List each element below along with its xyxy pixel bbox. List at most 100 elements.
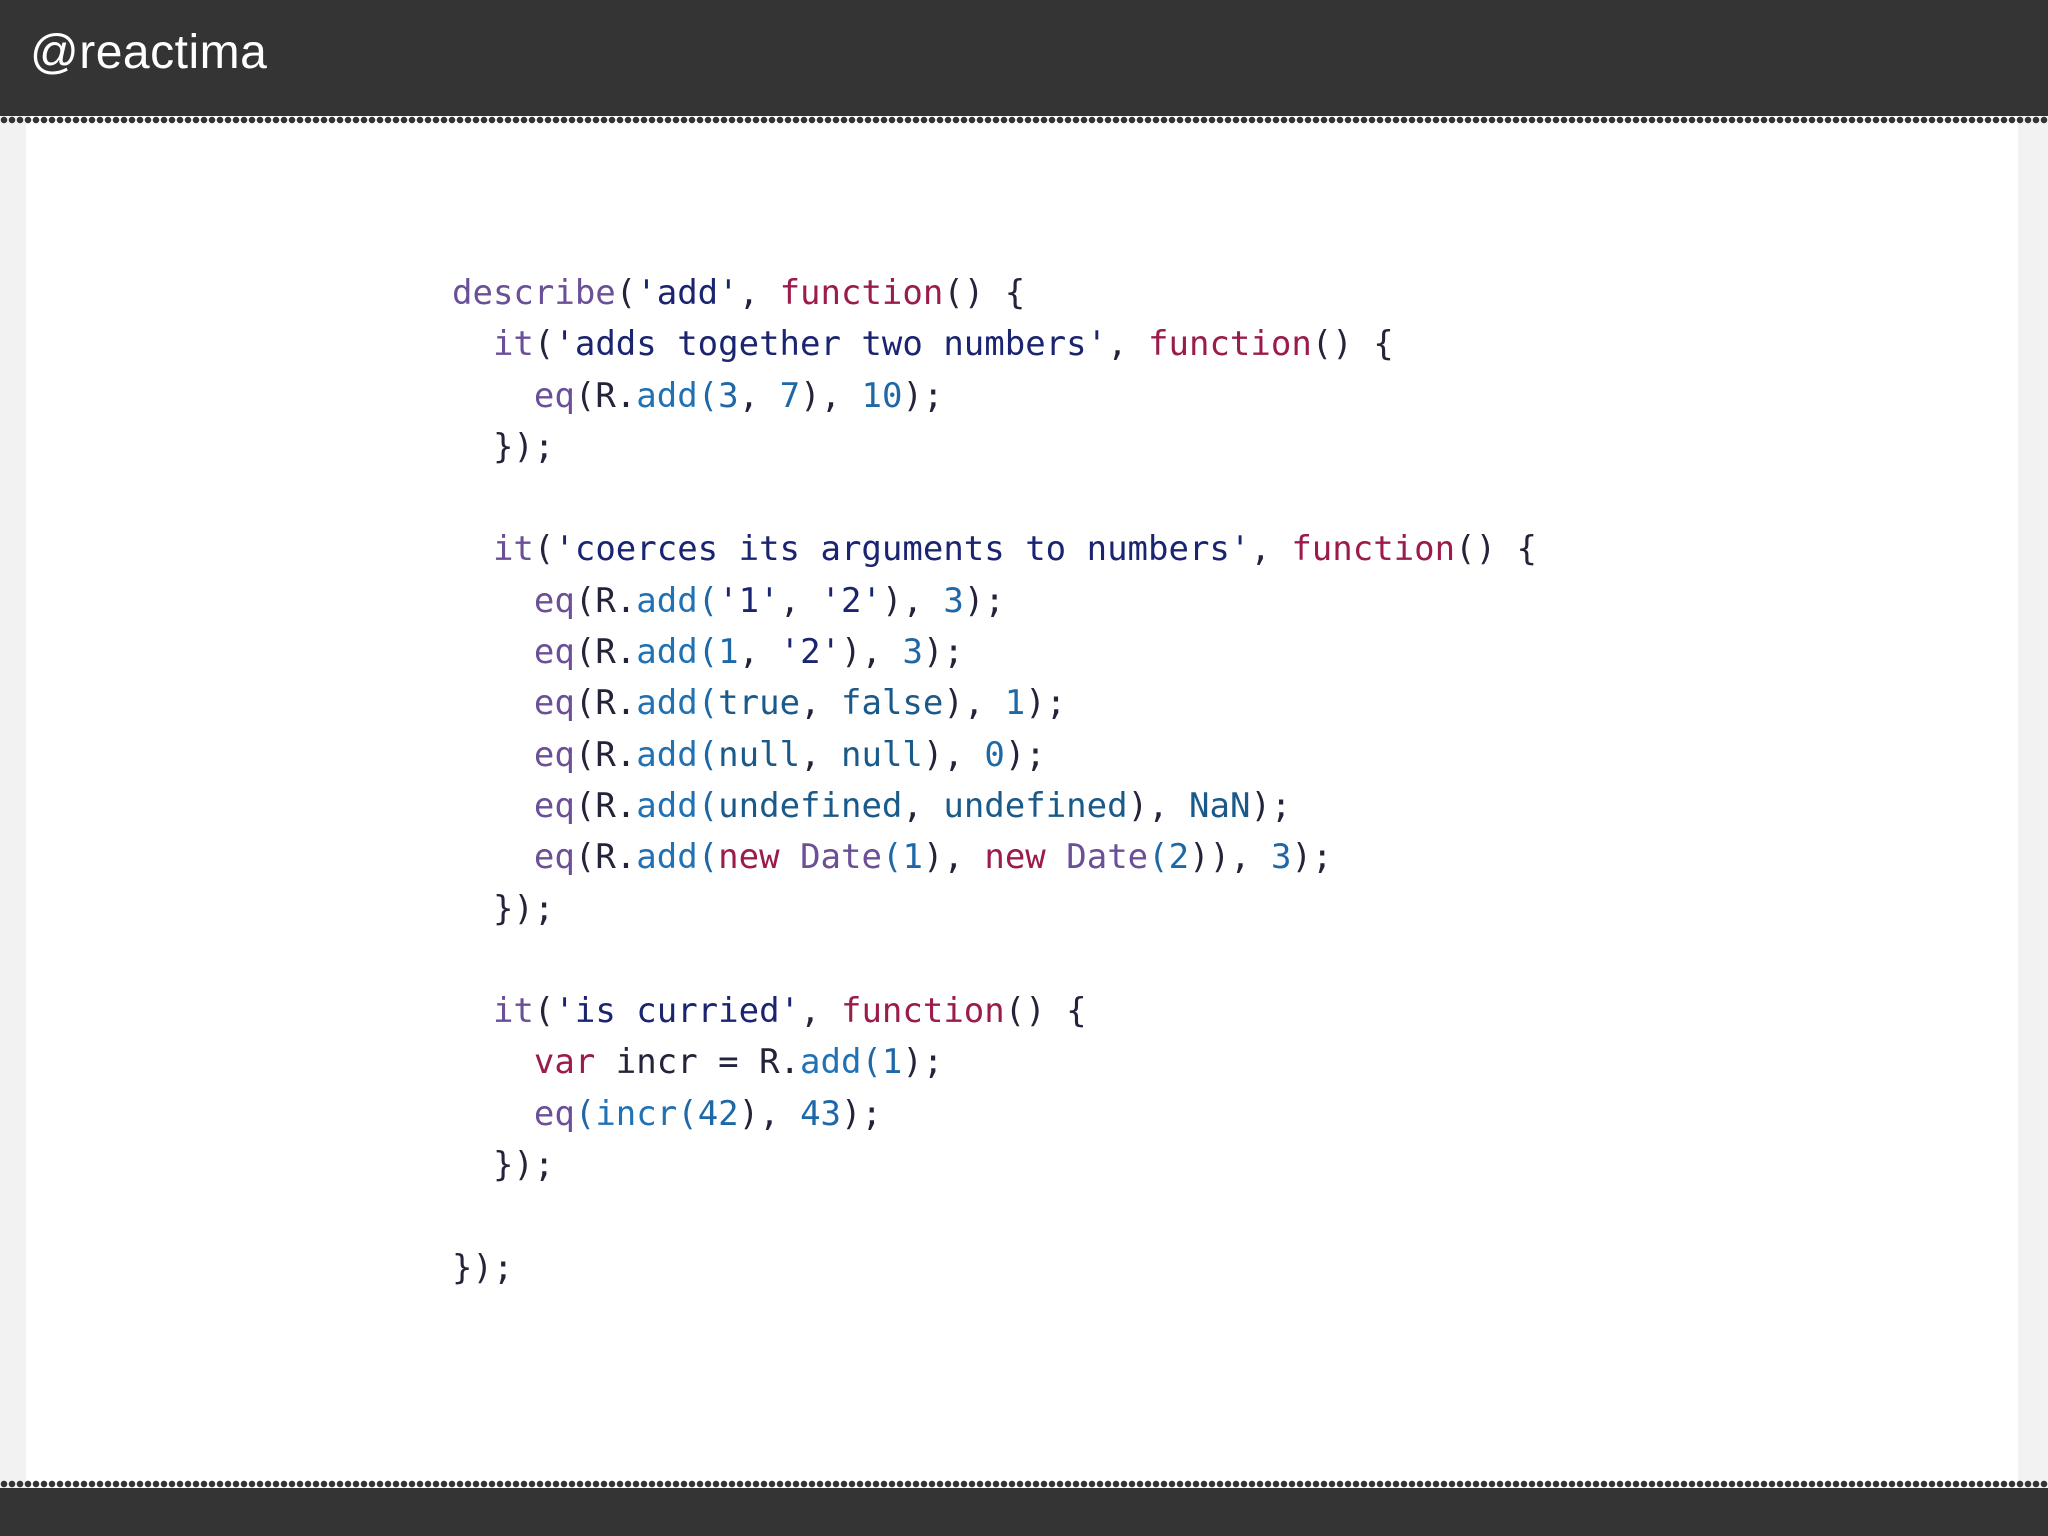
code-token: ( — [697, 580, 719, 621]
code-token: var — [533, 1042, 596, 1083]
code-token: ); — [1025, 683, 1067, 724]
code-token: , — [779, 580, 821, 621]
code-token: ( — [574, 1093, 596, 1134]
code-token: ( — [697, 632, 719, 673]
code-token: '1' — [718, 580, 780, 621]
code-line: }); — [452, 1140, 1537, 1191]
code-token: eq — [533, 734, 575, 775]
code-token: ( — [533, 991, 555, 1032]
code-token — [452, 632, 534, 672]
code-token: 1 — [902, 837, 923, 878]
code-token: add — [636, 580, 698, 621]
code-token: ( — [861, 1042, 882, 1083]
code-token — [452, 1094, 534, 1134]
code-token: 43 — [800, 1093, 842, 1134]
code-token: eq — [533, 837, 575, 878]
code-token: 10 — [861, 375, 903, 416]
code-line: eq(R.add(undefined, undefined), NaN); — [452, 781, 1537, 832]
code-token: () { — [943, 273, 1026, 313]
code-token: function — [1291, 529, 1456, 570]
code-token: ), — [922, 837, 985, 878]
code-token: 1 — [881, 1042, 903, 1083]
code-token: Date — [800, 837, 882, 878]
code-token — [452, 735, 534, 775]
code-token: (R. — [574, 837, 637, 878]
code-token: it — [492, 991, 534, 1032]
code-token: () { — [1455, 529, 1537, 570]
code-token: 'adds together two numbers' — [554, 324, 1108, 365]
code-token: 2 — [1168, 837, 1190, 878]
code-token: , — [1250, 529, 1292, 570]
code-token: ), — [738, 1093, 801, 1134]
code-token — [452, 786, 534, 826]
brand-handle: @reactima — [30, 26, 268, 79]
code-token: false — [841, 683, 944, 724]
code-line: }); — [452, 1243, 1537, 1294]
code-token: eq — [533, 1093, 575, 1134]
code-token: add — [636, 785, 698, 826]
code-token: function — [840, 991, 1005, 1032]
code-token: function — [779, 273, 944, 313]
code-token: 7 — [779, 375, 801, 416]
code-token: 3 — [718, 375, 739, 416]
code-line: eq(R.add(3, 7), 10); — [452, 371, 1537, 422]
code-token: ), — [881, 580, 944, 621]
code-token: '2' — [820, 580, 882, 621]
code-token: add — [636, 632, 698, 673]
code-token — [452, 837, 534, 877]
code-line — [452, 473, 1537, 524]
code-token: ( — [697, 785, 719, 826]
code-line: eq(incr(42), 43); — [452, 1089, 1537, 1140]
code-token: '2' — [779, 632, 842, 673]
code-token: ), — [922, 734, 985, 775]
code-token: 3 — [943, 580, 964, 621]
code-token: (R. — [574, 632, 637, 673]
code-token: eq — [533, 632, 575, 673]
code-token: ( — [697, 683, 719, 724]
code-token: ( — [697, 375, 719, 416]
code-token: (R. — [574, 785, 637, 826]
code-token: 'add' — [636, 273, 739, 313]
code-line: }); — [452, 422, 1537, 473]
header-bar: @reactima — [0, 0, 2048, 116]
code-line — [452, 935, 1537, 986]
code-token: ( — [697, 837, 719, 878]
code-token — [1046, 837, 1066, 877]
code-token: eq — [533, 683, 575, 724]
code-token — [452, 324, 493, 364]
code-token: function — [1148, 324, 1312, 365]
code-token — [452, 991, 493, 1031]
code-token: undefined — [718, 785, 903, 826]
code-token: }); — [452, 1145, 555, 1186]
code-token: add — [636, 837, 698, 878]
code-line: eq(R.add('1', '2'), 3); — [452, 576, 1537, 627]
code-token: Date — [1066, 837, 1149, 878]
code-token: (R. — [574, 580, 637, 621]
code-token: ); — [1004, 734, 1046, 775]
code-token: add — [636, 734, 698, 775]
code-token: , — [738, 375, 780, 416]
code-token: null — [718, 734, 801, 775]
code-token: add — [636, 375, 698, 416]
code-token: }); — [452, 426, 555, 467]
code-token — [452, 683, 534, 723]
code-token: 3 — [1271, 837, 1292, 878]
code-token: , — [800, 734, 842, 775]
code-token: add — [636, 683, 698, 724]
code-block: describe('add', function() { it('adds to… — [452, 268, 1537, 1294]
code-token: (R. — [574, 683, 637, 724]
code-token: ); — [1250, 785, 1292, 826]
code-token: }); — [452, 888, 555, 929]
code-token: , — [902, 785, 944, 826]
code-token: , — [738, 273, 780, 313]
code-token — [452, 1042, 534, 1082]
code-token: , — [1107, 324, 1149, 365]
code-token: }); — [452, 1247, 514, 1288]
code-token: , — [800, 683, 842, 724]
code-token: ( — [881, 837, 903, 878]
top-scalloped-edge — [0, 116, 2048, 124]
code-token: ), — [841, 632, 903, 673]
code-line: eq(R.add(new Date(1), new Date(2)), 3); — [452, 832, 1537, 883]
left-gutter — [0, 116, 26, 1488]
code-token: describe — [452, 273, 616, 313]
